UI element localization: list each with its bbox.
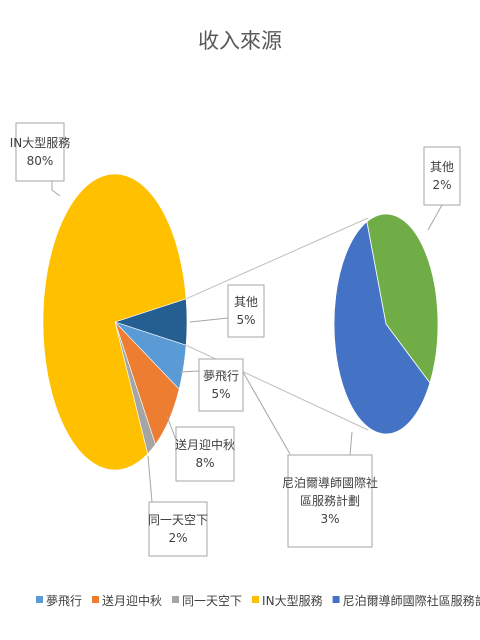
label-dream-name: 夢飛行 xyxy=(203,369,239,383)
label-dream-percent: 5% xyxy=(211,387,230,401)
legend-item-1: 送月迎中秋 xyxy=(92,593,162,608)
callout-box-2 xyxy=(198,358,244,412)
label-sky-percent: 2% xyxy=(168,531,187,545)
data-label-3: 送月迎中秋 8% xyxy=(166,415,235,482)
legend-swatch-0 xyxy=(36,596,43,603)
main-pie-slice-4 xyxy=(42,173,187,471)
leader-line-2 xyxy=(179,370,200,373)
legend: 夢飛行送月迎中秋同一天空下IN大型服務尼泊爾導師國際社區服務計劃其他 xyxy=(36,593,480,608)
chart-title: 收入來源 xyxy=(198,29,282,53)
label-sky-name: 同一天空下 xyxy=(148,513,208,527)
label-other-main-name: 其他 xyxy=(234,295,258,309)
leader-line-1 xyxy=(189,317,229,323)
label-moon-name: 送月迎中秋 xyxy=(175,437,235,452)
legend-swatch-4 xyxy=(332,596,340,603)
leader-line-6 xyxy=(349,431,353,456)
leader-line-5 xyxy=(427,204,443,231)
legend-label-1: 送月迎中秋 xyxy=(102,593,162,608)
label-nepal-name: 區服務計劃 xyxy=(300,493,360,508)
label-nepal-name: 尼泊爾導師國際社 xyxy=(282,475,378,490)
label-other-main-percent: 5% xyxy=(236,313,255,327)
legend-label-0: 夢飛行 xyxy=(46,594,82,608)
legend-item-3: IN大型服務 xyxy=(252,594,323,608)
leader-line-extra xyxy=(242,371,291,455)
main-pie xyxy=(42,173,188,471)
leader-line-0 xyxy=(51,181,61,197)
secondary-pie xyxy=(333,213,439,435)
label-other-sec-name: 其他 xyxy=(430,160,454,174)
legend-label-2: 同一天空下 xyxy=(182,594,242,608)
callout-box-5 xyxy=(423,146,461,206)
label-nepal-percent: 3% xyxy=(320,512,339,526)
legend-item-0: 夢飛行 xyxy=(36,594,82,608)
leader-line-3 xyxy=(166,415,177,441)
data-label-4: 同一天空下 2% xyxy=(147,455,208,557)
label-moon-percent: 8% xyxy=(195,456,214,470)
data-label-1: 其他 5% xyxy=(189,284,265,338)
secondary-pie-slice-1 xyxy=(333,220,431,435)
legend-swatch-1 xyxy=(92,596,100,603)
data-label-2: 夢飛行 5% xyxy=(179,358,244,412)
label-in-name: IN大型服務 xyxy=(10,136,71,150)
data-label-0: IN大型服務 80% xyxy=(10,122,71,197)
legend-item-2: 同一天空下 xyxy=(172,594,242,608)
legend-label-3: IN大型服務 xyxy=(262,594,323,608)
secondary-pie-slice-0 xyxy=(366,213,439,384)
callout-box-4 xyxy=(148,501,208,557)
label-other-sec-percent: 2% xyxy=(432,178,451,192)
callout-box-1 xyxy=(227,284,265,338)
callout-box-6 xyxy=(287,454,373,548)
data-label-5: 其他 2% xyxy=(423,146,461,231)
data-labels: IN大型服務 80% 其他 5% 夢飛行 5% 送月迎中秋 8% 同一天空下 2% 其他 2% 尼泊爾導… xyxy=(10,122,461,557)
legend-swatch-3 xyxy=(252,596,260,603)
callout-box-3 xyxy=(175,426,235,482)
leader-line-4 xyxy=(147,455,153,503)
connector-line-top xyxy=(185,217,369,300)
label-in-percent: 80% xyxy=(27,154,54,168)
legend-swatch-2 xyxy=(172,596,180,603)
callout-box-0 xyxy=(15,122,65,182)
